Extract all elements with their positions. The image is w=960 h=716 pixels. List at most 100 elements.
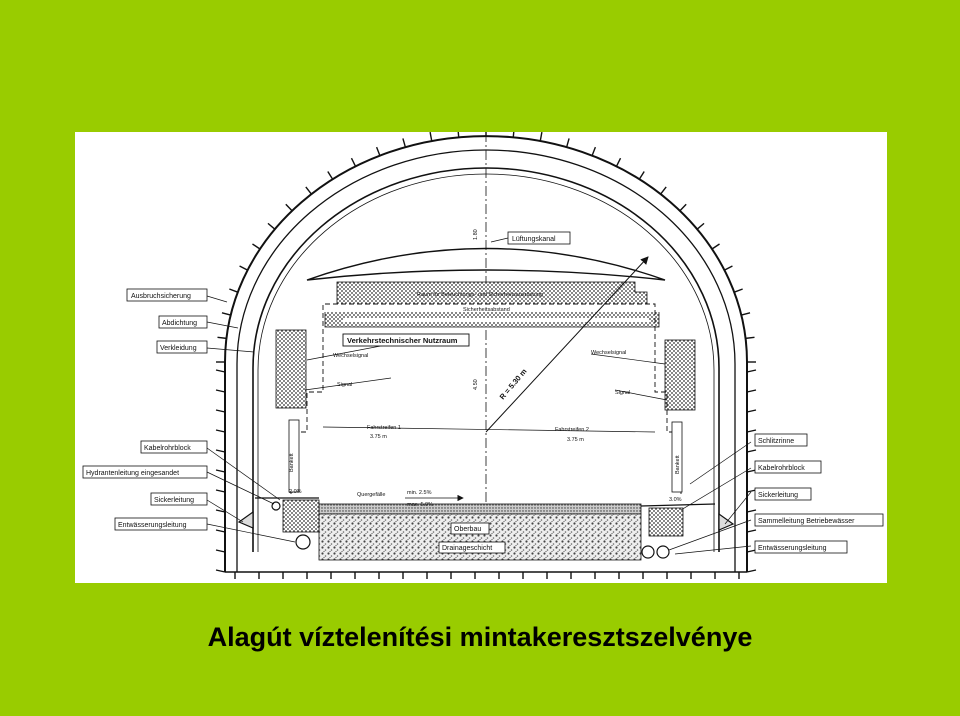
label-oberbau: Oberbau (454, 526, 481, 533)
anchor-tick (679, 203, 687, 212)
anchor-tick (217, 336, 227, 340)
anchor-tick (746, 489, 757, 493)
anchor-tick (215, 549, 226, 553)
label-signal-left: Signal (337, 382, 352, 388)
label-quergefaelle: Quergefälle (357, 492, 385, 498)
anchor-tick (215, 569, 226, 573)
label-min-slope: min. 2.5% (407, 490, 432, 496)
anchor-tick (746, 449, 757, 453)
anchor-tick (746, 529, 757, 533)
anchor-tick (350, 157, 357, 167)
seepage-drain-right (718, 512, 735, 531)
anchor-tick (711, 243, 720, 250)
anchor-tick (215, 369, 226, 373)
label-sicherheitsabstand: Sicherheitsabstand (463, 307, 510, 313)
anchor-tick (512, 132, 515, 138)
slide-title: Alagút víztelenítési mintakeresztszelvén… (207, 622, 753, 652)
label-schlitzrinne: Schlitzrinne (758, 438, 794, 445)
anchor-tick (746, 549, 757, 553)
anchor-tick (746, 389, 757, 393)
drainage-pipe-left (295, 534, 311, 550)
anchor-tick (638, 171, 645, 180)
labels-right: Schlitzrinne Kabelrohrblock Sickerleitun… (754, 433, 884, 554)
label-bankett-left: Bankett (289, 453, 295, 472)
inner-labels: Lüftungskanal Raum für Beleuchtungs- und… (289, 229, 682, 554)
label-sammelleitung: Sammelleitung Betriebewässer (758, 518, 855, 525)
anchor-tick (305, 186, 312, 195)
anchor-tick (215, 509, 226, 513)
label-lane-2-width: 3.75 m (567, 437, 584, 443)
label-entwaesserung-left: Entwässerungsleitung (118, 522, 187, 529)
anchor-tick (746, 509, 757, 513)
anchor-tick (215, 529, 226, 533)
label-slope-left: 2.0% (289, 489, 302, 495)
rock-anchors (215, 132, 757, 579)
label-abdichtung: Abdichtung (162, 320, 197, 327)
label-lueftungskanal: Lüftungskanal (512, 236, 556, 243)
anchor-tick (285, 203, 293, 212)
collector-pipe (641, 545, 655, 559)
seepage-drain-left (237, 510, 254, 529)
label-entwaesserung-right: Entwässerungsleitung (758, 545, 827, 552)
anchor-tick (615, 157, 622, 167)
label-height-top: 1.80 (473, 229, 479, 240)
label-nutzraum: Verkehrstechnischer Nutzraum (347, 336, 458, 345)
anchor-tick (267, 222, 276, 230)
label-kabelrohrblock-left: Kabelrohrblock (144, 445, 191, 452)
label-ausbruchsicherung: Ausbruchsicherung (131, 293, 191, 300)
anchor-tick (239, 265, 248, 271)
anchor-tick (215, 469, 226, 473)
label-drainage: Drainageschicht (442, 545, 492, 552)
anchor-tick (741, 312, 751, 316)
leader-lines (206, 237, 752, 555)
label-kabelrohrblock-right: Kabelrohrblock (758, 465, 805, 472)
anchor-tick (724, 265, 733, 271)
anchor-tick (215, 429, 226, 433)
drainage-pipe-right (656, 545, 670, 559)
anchor-tick (539, 132, 543, 142)
anchor-tick (327, 171, 334, 180)
label-slope-right: 3.0% (669, 497, 682, 503)
road-layers (225, 497, 747, 573)
label-signal-right: Signal (615, 390, 630, 396)
label-radius: R = 5.30 m (498, 367, 529, 402)
anchor-tick (565, 138, 570, 148)
anchor-tick (746, 369, 757, 373)
anchor-tick (215, 489, 226, 493)
label-sickerleitung-right: Sickerleitung (758, 492, 798, 499)
tunnel-cross-section-svg: Ausbruchsicherung Abdichtung Verkleidung… (82, 132, 884, 579)
bankett-left (288, 419, 300, 493)
label-wechselsignal-left: Wechselsignal (333, 353, 368, 359)
anchor-tick (229, 288, 239, 293)
anchor-tick (429, 132, 433, 142)
lane-dimension (322, 426, 656, 433)
equipment-space (275, 281, 696, 411)
anchor-tick (221, 312, 231, 316)
label-hydrantenleitung: Hydrantenleitung eingesandet (86, 470, 179, 477)
anchor-tick (252, 243, 261, 250)
hydrant-pipe (271, 501, 281, 511)
anchor-tick (746, 469, 757, 473)
anchor-tick (746, 429, 757, 433)
label-lane-2: Fahrstreifen 2 (555, 427, 589, 433)
label-wechselsignal-right: Wechselsignal (591, 350, 626, 356)
tunnel-cross-section-drawing: Ausbruchsicherung Abdichtung Verkleidung… (75, 132, 887, 583)
anchor-tick (215, 449, 226, 453)
radius-arrow (485, 256, 649, 433)
label-raum: Raum für Beleuchtungs- und Sicherheitsau… (417, 292, 543, 298)
label-max-slope: max. 5.0% (407, 502, 433, 508)
label-verkleidung: Verkleidung (160, 345, 197, 352)
label-height-main: 4.50 (473, 379, 479, 390)
traffic-clearance (290, 303, 682, 494)
anchor-tick (660, 186, 667, 195)
bankett-right (671, 421, 683, 493)
label-lane-1-width: 3.75 m (370, 434, 387, 440)
anchor-tick (746, 409, 757, 413)
anchor-tick (215, 409, 226, 413)
anchor-tick (215, 389, 226, 393)
label-lane-1: Fahrstreifen 1 (367, 425, 401, 431)
labels-left: Ausbruchsicherung Abdichtung Verkleidung… (82, 288, 208, 531)
anchor-tick (591, 146, 597, 156)
anchor-tick (696, 222, 705, 230)
